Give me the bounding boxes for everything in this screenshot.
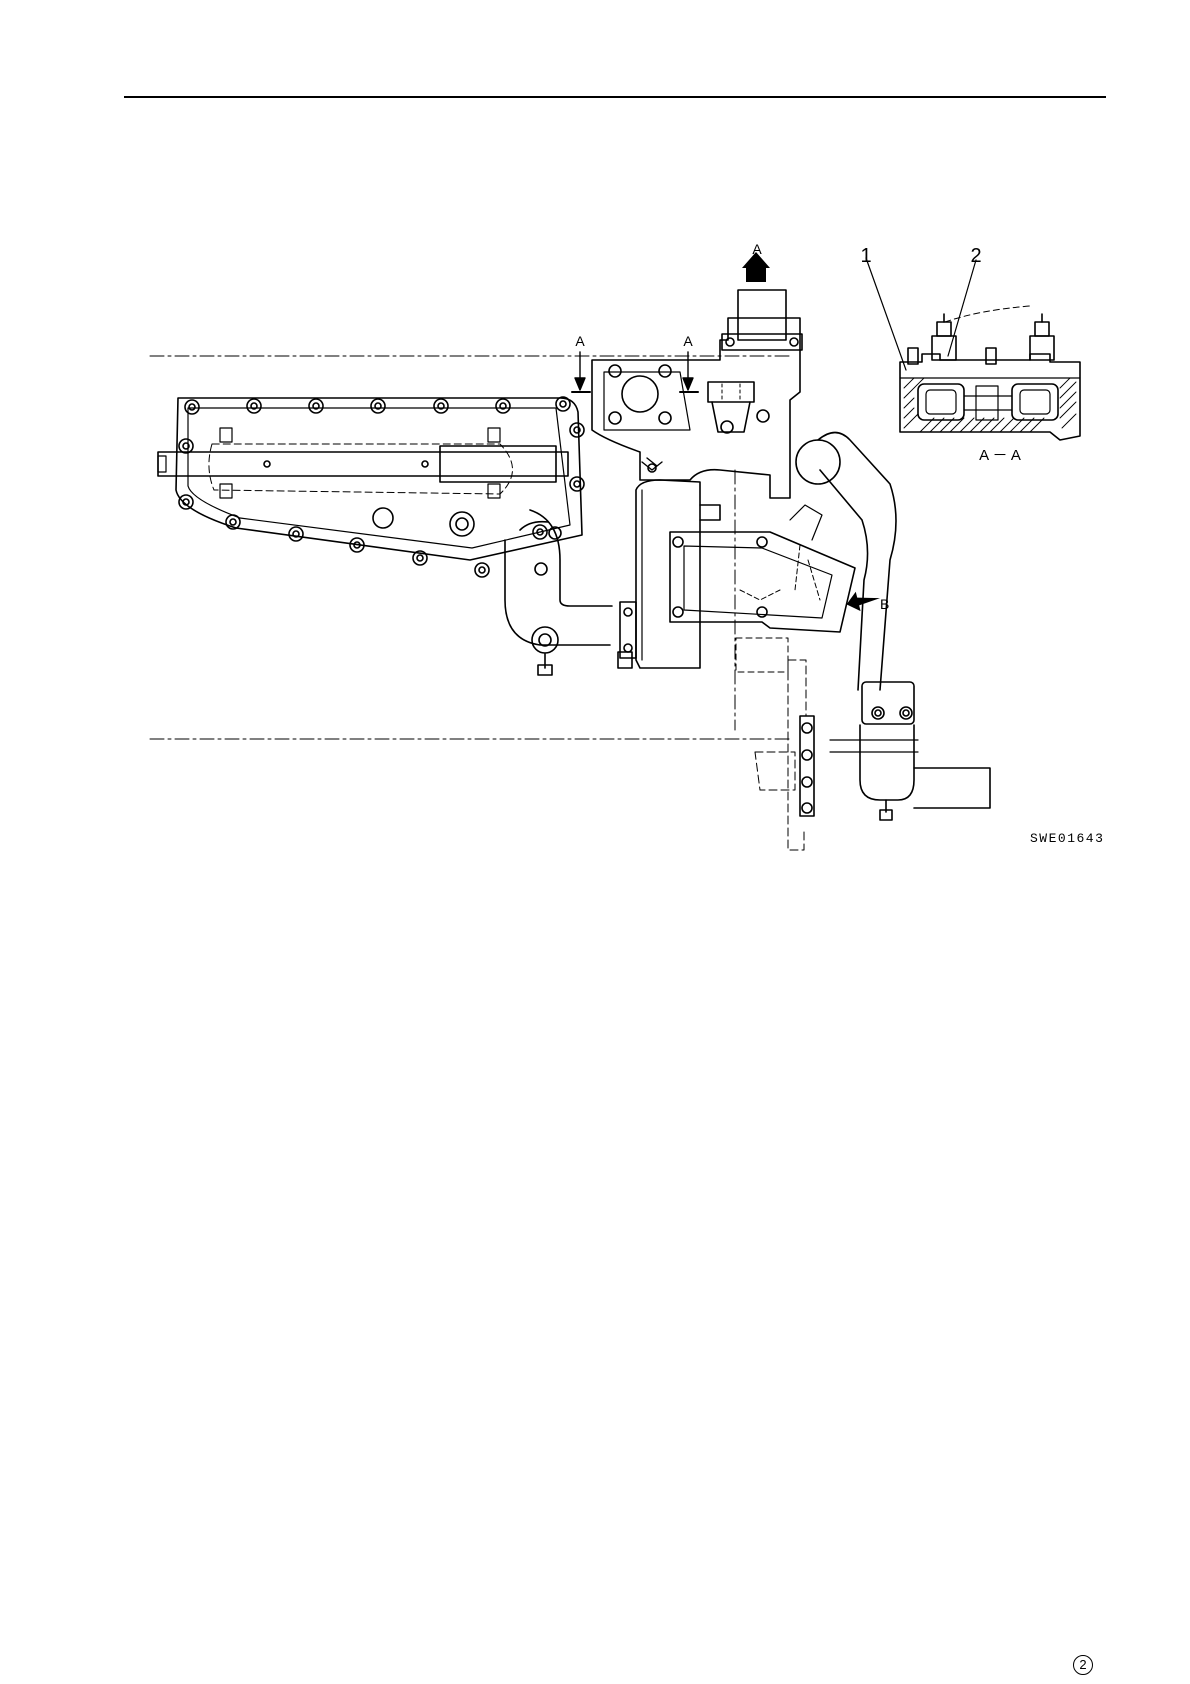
- view-arrow-b-label: B: [880, 596, 889, 612]
- thermostat-housing: [592, 290, 802, 498]
- section-bolts: [908, 306, 1054, 364]
- figure-code: SWE01643: [1030, 831, 1104, 846]
- section-mark-left-label: A: [575, 333, 585, 349]
- water-pipe: [796, 433, 990, 821]
- callout-1: 1: [860, 245, 871, 267]
- filter-body: [618, 480, 720, 668]
- revision-mark: 2: [1073, 1655, 1093, 1675]
- section-view-label: A － A: [979, 447, 1021, 464]
- thermostat-valves: [918, 384, 1058, 420]
- oil-pipe: [505, 510, 612, 675]
- mounting-bracket: [755, 660, 814, 850]
- cover-bolts: [179, 397, 584, 577]
- section-view-a-a: [866, 258, 1080, 440]
- water-inlet-elbow: [670, 505, 855, 672]
- callout-2: 2: [970, 245, 981, 267]
- oil-cooler-cover: [158, 397, 584, 577]
- view-arrow-a-label: A: [752, 241, 762, 257]
- engine-cooling-assembly-drawing: A A A B 1 2 A － A SWE01643: [0, 0, 1190, 900]
- section-mark-right-label: A: [683, 333, 693, 349]
